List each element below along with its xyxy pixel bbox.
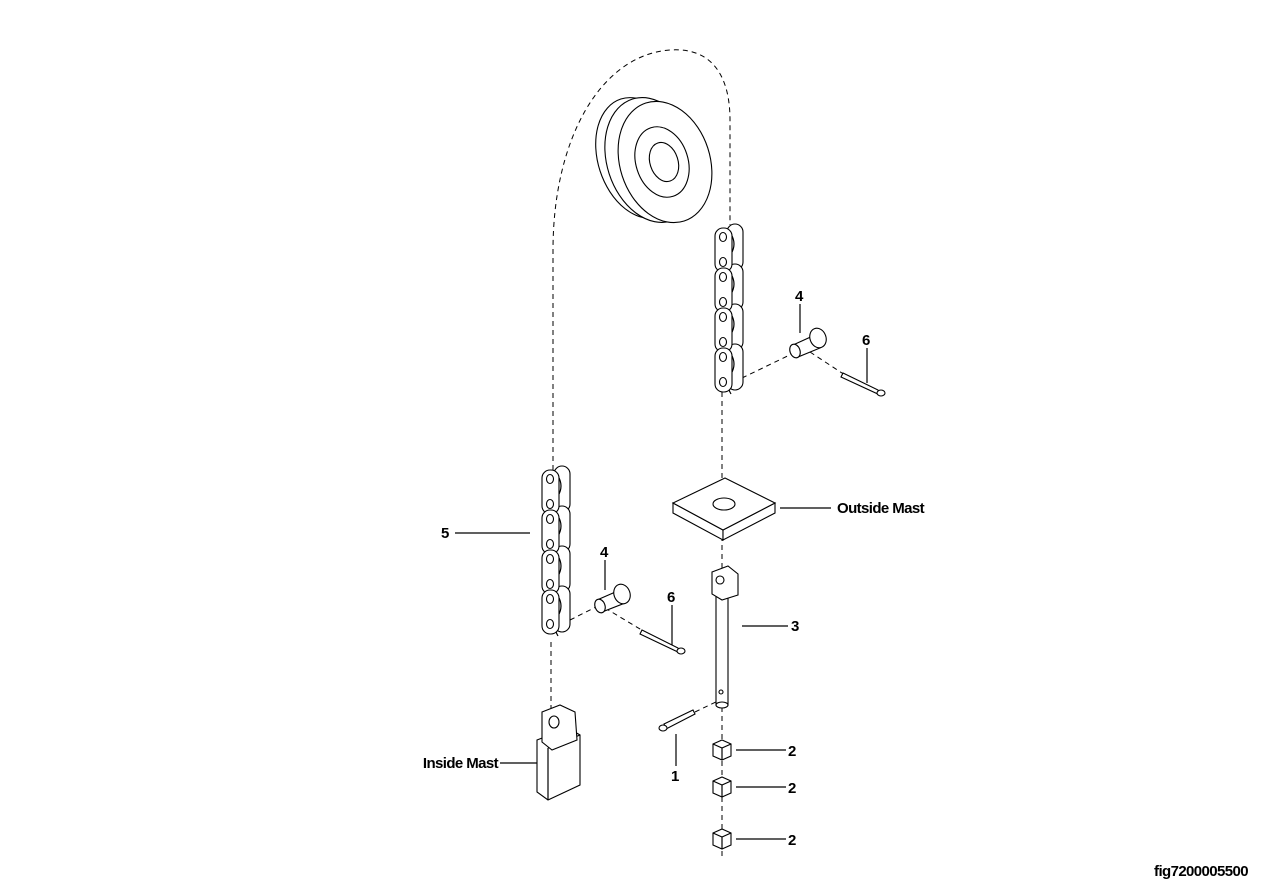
callout-outside-mast: Outside Mast <box>837 500 925 517</box>
chain-sheave <box>595 97 713 224</box>
cotter-pin-upper <box>840 372 886 397</box>
callout-inside-mast: Inside Mast <box>423 755 499 772</box>
pin-axis-upper <box>741 349 801 379</box>
chain-anchor-pin <box>711 565 739 709</box>
chain-path-line <box>552 49 731 470</box>
hex-nuts <box>712 739 732 850</box>
chain-pin-hole <box>545 593 555 605</box>
lower-chain-section <box>541 465 571 637</box>
hex-nut-edge <box>712 743 732 760</box>
cotter-pin-lower <box>639 629 686 655</box>
chain-pin-hole <box>718 231 728 243</box>
outside-mast-plate <box>671 477 777 541</box>
cotter-axis-bottom <box>694 699 721 713</box>
hex-nut-edge <box>712 780 732 797</box>
chain-pin-hole <box>545 498 555 510</box>
chain-pin-hole <box>718 256 728 268</box>
chain-pin-hole <box>545 513 555 525</box>
inside-mast-block <box>536 704 581 801</box>
chain-pin-hole <box>545 618 555 630</box>
callout-4-lower: 4 <box>600 544 609 561</box>
chain-pin-hole <box>545 538 555 550</box>
chain-pin-hole <box>718 296 728 308</box>
cotter-pin-bottom <box>658 709 696 732</box>
chain-pin-hole <box>718 376 728 388</box>
callout-6-lower: 6 <box>667 589 675 606</box>
callout-2b: 2 <box>788 780 796 797</box>
chain-pin-hole <box>545 473 555 485</box>
callout-4-upper: 4 <box>795 288 804 305</box>
chain-pin-hole <box>718 311 728 323</box>
clevis-pin-upper <box>789 327 827 359</box>
callout-5: 5 <box>441 525 449 542</box>
hex-nut-edge <box>712 832 732 849</box>
callout-1: 1 <box>671 768 679 785</box>
upper-chain-section <box>714 223 744 395</box>
figure-id: fig7200005500 <box>1154 863 1248 880</box>
callout-2c: 2 <box>788 832 796 849</box>
chain-pin-hole <box>718 271 728 283</box>
chain-pin-hole <box>545 553 555 565</box>
callout-3: 3 <box>791 618 799 635</box>
callout-2a: 2 <box>788 743 796 760</box>
chain-pin-hole <box>718 336 728 348</box>
clevis-pin-lower <box>594 583 631 614</box>
chain-pin-hole <box>545 578 555 590</box>
cotter-axis-lower <box>604 607 646 633</box>
chain-pin-hole <box>718 351 728 363</box>
cotter-axis-upper <box>809 351 846 376</box>
callout-6-upper: 6 <box>862 332 870 349</box>
